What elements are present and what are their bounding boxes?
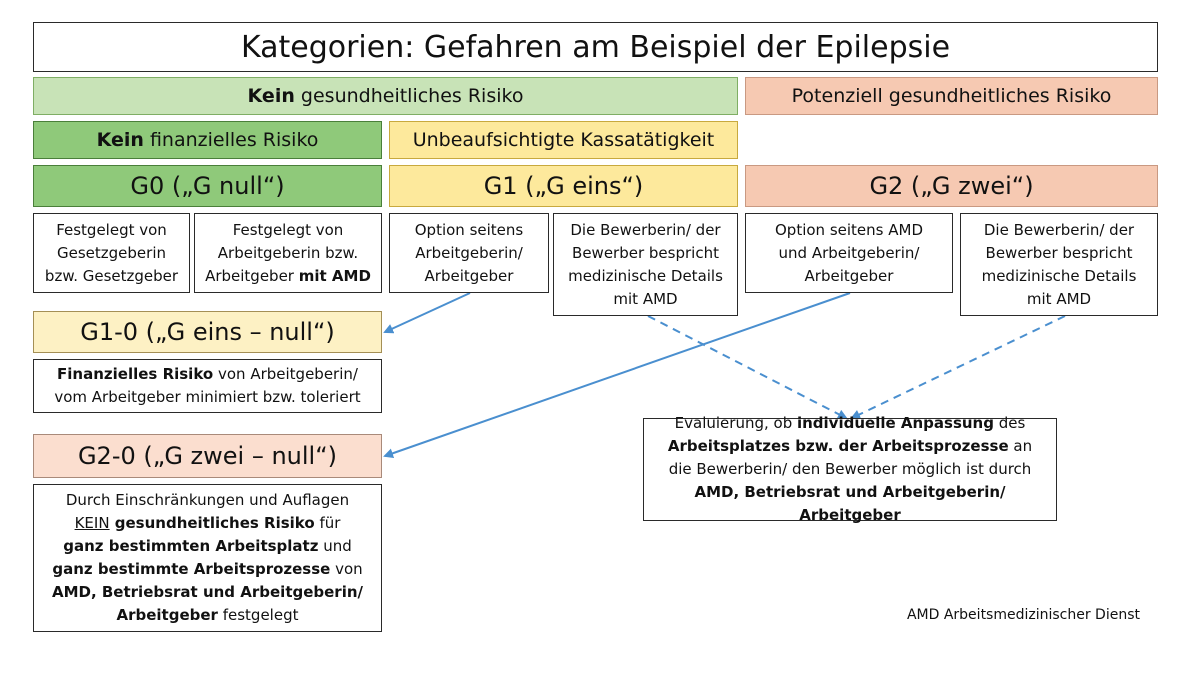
- g2-0-description: Durch Einschränkungen und Auflagen KEIN …: [33, 484, 382, 632]
- band-kein-finanzielles-risiko: Kein finanzielles Risiko: [33, 121, 382, 159]
- evaluation-box: Evaluierung, ob individuelle Anpassung d…: [643, 414, 1057, 524]
- band-potenziell-risiko: Potenziell gesundheitliches Risiko: [745, 77, 1158, 115]
- arrow-g1-to-g10: [383, 292, 471, 334]
- diagram-title: Kategorien: Gefahren am Beispiel der Epi…: [33, 22, 1158, 72]
- arrow-g2-to-g20: [383, 292, 851, 459]
- category-g1: G1 („G eins“): [389, 165, 738, 207]
- arrow-g1-discuss-to-eval: [647, 315, 848, 419]
- band-kassataetigkeit: Unbeaufsichtigte Kassatätigkeit: [389, 121, 738, 159]
- band-kein-gesundheitliches-risiko: Kein gesundheitliches Risiko: [33, 77, 738, 115]
- category-g1-0: G1-0 („G eins – null“): [33, 311, 382, 353]
- footer-legend: AMD Arbeitsmedizinischer Dienst: [906, 607, 1140, 623]
- category-g2-0: G2-0 („G zwei – null“): [33, 434, 382, 478]
- g1-0-description: Finanzielles Risiko von Arbeitgeberin/ v…: [33, 359, 382, 413]
- arrow-g2-discuss-to-eval: [850, 315, 1066, 420]
- category-g0: G0 („G null“): [33, 165, 382, 207]
- category-g2: G2 („G zwei“): [745, 165, 1158, 207]
